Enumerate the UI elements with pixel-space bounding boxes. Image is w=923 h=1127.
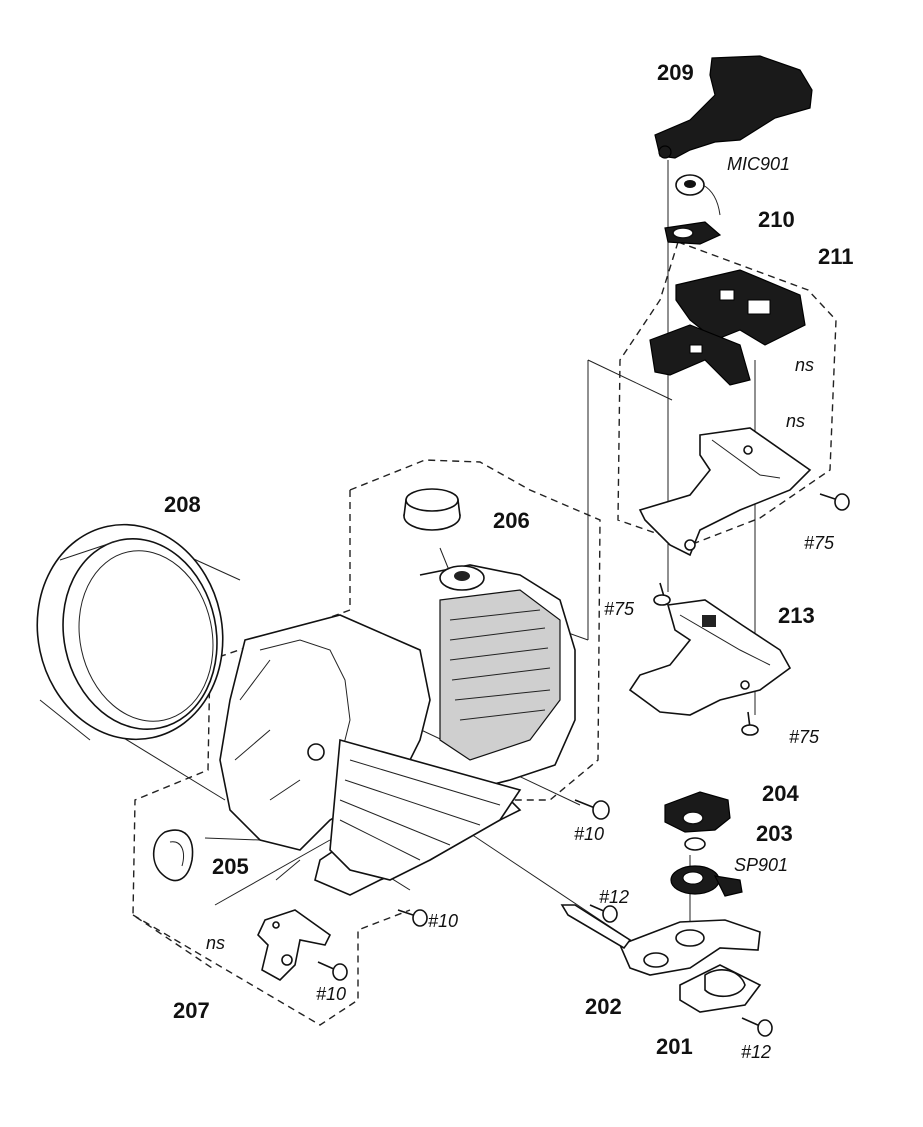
sp901-speaker bbox=[670, 865, 743, 897]
reference-labels: MIC901 ns ns ns SP901 bbox=[206, 154, 814, 953]
label-202: 202 bbox=[585, 994, 622, 1019]
label-screw-75-c: #75 bbox=[789, 727, 820, 747]
screws bbox=[317, 493, 850, 1037]
screw-icon bbox=[589, 904, 618, 923]
screw-labels: #75 #75 #75 #10 #10 #10 #12 #12 bbox=[316, 533, 835, 1062]
part-208-lens-ring bbox=[36, 523, 224, 741]
label-206: 206 bbox=[493, 508, 530, 533]
label-209: 209 bbox=[657, 60, 694, 85]
ns-small-bracket bbox=[257, 909, 332, 981]
part-202-bracket bbox=[560, 904, 761, 976]
screw-icon bbox=[741, 1017, 773, 1037]
part-204-cap bbox=[664, 791, 731, 833]
label-201: 201 bbox=[656, 1034, 693, 1059]
label-mic901: MIC901 bbox=[727, 154, 790, 174]
label-203: 203 bbox=[756, 821, 793, 846]
mic901-microphone bbox=[675, 174, 721, 216]
label-205: 205 bbox=[212, 854, 249, 879]
camera-body-frame bbox=[219, 564, 576, 896]
label-210: 210 bbox=[758, 207, 795, 232]
assembly-boundary-211 bbox=[617, 241, 837, 546]
part-209-bracket bbox=[654, 55, 813, 159]
label-ns-plate: ns bbox=[786, 411, 805, 431]
label-211: 211 bbox=[818, 244, 854, 269]
label-screw-12-b: #12 bbox=[741, 1042, 771, 1062]
screw-icon bbox=[819, 493, 850, 511]
part-205-strap-loop bbox=[152, 829, 194, 882]
label-screw-10-a: #10 bbox=[574, 824, 604, 844]
label-screw-75-b: #75 bbox=[604, 599, 635, 619]
label-ns-board: ns bbox=[795, 355, 814, 375]
screw-icon bbox=[397, 909, 428, 927]
label-204: 204 bbox=[762, 781, 799, 806]
part-number-labels: 209 210 211 208 206 213 204 203 205 202 … bbox=[164, 60, 854, 1059]
label-screw-12-a: #12 bbox=[599, 887, 629, 907]
label-213: 213 bbox=[778, 603, 815, 628]
screw-icon bbox=[574, 799, 610, 820]
label-208: 208 bbox=[164, 492, 201, 517]
label-screw-10-b: #10 bbox=[428, 911, 458, 931]
label-screw-10-c: #10 bbox=[316, 984, 346, 1004]
ns-frame-plate bbox=[638, 427, 812, 557]
part-213-frame bbox=[628, 599, 792, 716]
assembly-boundary-main bbox=[132, 459, 601, 1026]
part-206-button-cap bbox=[403, 488, 461, 531]
screw-icon bbox=[653, 582, 671, 606]
screw-icon bbox=[741, 711, 759, 736]
label-207: 207 bbox=[173, 998, 210, 1023]
screw-icon bbox=[317, 961, 348, 981]
label-ns-bracket: ns bbox=[206, 933, 225, 953]
part-203-washer bbox=[684, 837, 706, 851]
part-211-board bbox=[649, 269, 806, 386]
part-210-holder bbox=[664, 221, 722, 245]
part-201-holder bbox=[679, 964, 762, 1013]
label-sp901: SP901 bbox=[734, 855, 788, 875]
label-screw-75-a: #75 bbox=[804, 533, 835, 553]
